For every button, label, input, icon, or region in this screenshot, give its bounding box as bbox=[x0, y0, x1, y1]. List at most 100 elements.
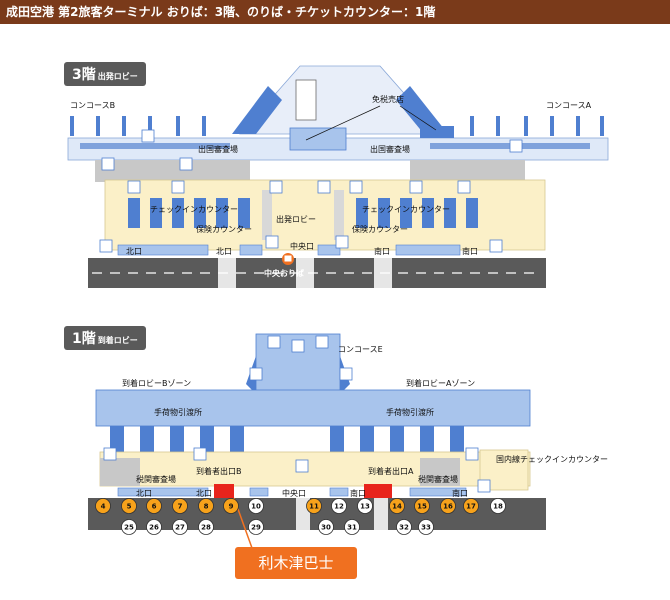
bus-stop-circle bbox=[440, 498, 456, 514]
concourse-posts bbox=[70, 116, 604, 136]
bus-stop-back-8: 33 bbox=[418, 519, 434, 535]
label-checkin-left: チェックインカウンター bbox=[150, 205, 238, 214]
immigration-block-left bbox=[95, 160, 250, 182]
frontage-center-left bbox=[239, 244, 263, 256]
bus-stop-number: 31 bbox=[347, 524, 357, 532]
f1-frontage-center-left bbox=[249, 487, 269, 497]
frontage-left bbox=[117, 244, 209, 256]
bus-stop-number: 16 bbox=[443, 503, 453, 511]
bus-stop-back-5: 30 bbox=[318, 519, 334, 535]
label-baggage-right: 手荷物引渡所 bbox=[386, 407, 434, 417]
arrival-main-hall bbox=[95, 389, 531, 427]
frontage-right bbox=[395, 244, 461, 256]
bus-stop-circle bbox=[490, 498, 506, 514]
bus-stop-circle bbox=[357, 498, 373, 514]
floor-3-map: コンコースB コンコースA 免税売店 出国審査場 出国審査場 チェックインカウン… bbox=[67, 65, 609, 288]
label-arrival-a: 到着ロビーAゾーン bbox=[406, 378, 475, 388]
label-immigration-right: 出国審査場 bbox=[370, 144, 410, 154]
bus-stop-number: 27 bbox=[175, 524, 185, 532]
label-concourse-e: コンコースE bbox=[338, 345, 383, 354]
dropoff-bus-icon-window bbox=[284, 255, 292, 262]
bus-stops-back: 25 26 27 28 29 30 31 32 33 bbox=[121, 519, 434, 535]
central-elevator bbox=[295, 79, 317, 121]
frontage-center-right bbox=[317, 244, 341, 256]
bus-stop-circle bbox=[414, 498, 430, 514]
bus-stop-number: 13 bbox=[360, 503, 370, 511]
bus-stop-number: 11 bbox=[309, 503, 319, 511]
bus-stop-circle bbox=[418, 519, 434, 535]
floor-3-crosswalks bbox=[218, 258, 392, 288]
bus-stop-back-0: 25 bbox=[121, 519, 137, 535]
bus-stop-circle bbox=[95, 498, 111, 514]
floor-3-number: 3階 bbox=[72, 67, 96, 83]
floor-3-tab: 3階出発ロビー bbox=[64, 62, 146, 86]
bus-stop-front-1: 5 bbox=[121, 498, 137, 514]
bus-stop-circle bbox=[318, 519, 334, 535]
dutyfree-shop-center bbox=[289, 127, 347, 151]
floor-1-map: コンコースE 到着ロビーBゾーン 到着ロビーAゾーン 手荷物引渡所 手荷物引渡所… bbox=[88, 333, 608, 549]
label-f1-north-exit-2: 北口 bbox=[196, 489, 212, 498]
floor-1-tab: 1階到着ロビー bbox=[64, 326, 146, 350]
checkin-islands bbox=[128, 198, 478, 228]
bus-stop-circle bbox=[463, 498, 479, 514]
bus-stop-front-4: 8 bbox=[198, 498, 214, 514]
f1-frontage-left bbox=[117, 487, 209, 497]
bus-stop-circle bbox=[331, 498, 347, 514]
floor-1-number: 1階 bbox=[72, 331, 96, 347]
label-north-exit-2: 北口 bbox=[216, 247, 232, 256]
f1-frontage-center-right bbox=[329, 487, 349, 497]
floor-3-subtitle: 出発ロビー bbox=[97, 72, 138, 81]
bus-stop-front-6: 10 bbox=[248, 498, 264, 514]
bus-stop-number: 18 bbox=[493, 503, 503, 511]
bus-stop-back-3: 28 bbox=[198, 519, 214, 535]
bus-stop-back-7: 32 bbox=[396, 519, 412, 535]
label-south-exit-2: 南口 bbox=[462, 246, 478, 256]
restroom-icons bbox=[99, 129, 523, 253]
bus-stop-front-3: 7 bbox=[172, 498, 188, 514]
label-dutyfree: 免税売店 bbox=[372, 94, 404, 104]
bus-stop-number: 14 bbox=[392, 503, 402, 511]
bus-stop-front-8: 12 bbox=[331, 498, 347, 514]
label-insurance-left: 保険カウンター bbox=[196, 224, 252, 234]
label-immigration-left: 出国審査場 bbox=[198, 144, 238, 154]
bus-stop-number: 26 bbox=[149, 524, 159, 532]
baggage-carousels bbox=[110, 426, 464, 452]
bus-stop-circle bbox=[248, 498, 264, 514]
label-north-exit-1: 北口 bbox=[126, 247, 142, 256]
bus-stop-front-13: 17 bbox=[463, 498, 479, 514]
label-customs-left: 税関審査場 bbox=[136, 474, 176, 484]
bus-stop-circle bbox=[172, 498, 188, 514]
label-f1-central-exit: 中央口 bbox=[282, 488, 306, 498]
bus-stop-number: 33 bbox=[421, 524, 431, 532]
label-south-exit-1: 南口 bbox=[374, 246, 390, 256]
label-arrival-b: 到着ロビーBゾーン bbox=[122, 378, 191, 388]
dutyfree-shop-right bbox=[420, 126, 454, 138]
label-checkin-right: チェックインカウンター bbox=[362, 205, 450, 214]
label-arrival-exit-b: 到着者出口B bbox=[196, 466, 242, 476]
bus-stop-number: 5 bbox=[127, 503, 132, 511]
bus-stop-back-6: 31 bbox=[344, 519, 360, 535]
bus-stop-number: 8 bbox=[204, 503, 209, 511]
concourse-b-walkway bbox=[80, 143, 230, 149]
central-hall-right-wall bbox=[396, 86, 448, 134]
bus-stop-number: 15 bbox=[417, 503, 427, 511]
highlight-bus-stop-north bbox=[214, 484, 234, 498]
central-hall-left-wall bbox=[232, 86, 282, 134]
label-customs-right: 税関審査場 bbox=[418, 474, 458, 484]
label-domestic-checkin: 国内線チェックインカウンター bbox=[496, 454, 608, 464]
bus-stop-front-9: 13 bbox=[357, 498, 373, 514]
label-f1-south-exit-1: 南口 bbox=[350, 488, 366, 498]
bus-stop-number: 10 bbox=[251, 503, 261, 511]
customs-block-right bbox=[420, 458, 460, 486]
lobby-column-left bbox=[262, 190, 272, 240]
bus-stop-circle bbox=[146, 519, 162, 535]
bus-stop-number: 32 bbox=[399, 524, 409, 532]
bus-stop-front-2: 6 bbox=[146, 498, 162, 514]
customs-block-left bbox=[100, 458, 140, 486]
bus-stop-front-0: 4 bbox=[95, 498, 111, 514]
bus-stop-front-10: 14 bbox=[389, 498, 405, 514]
bus-stop-back-4: 29 bbox=[248, 519, 264, 535]
lobby-column-right bbox=[334, 190, 344, 240]
bus-stop-circle bbox=[146, 498, 162, 514]
